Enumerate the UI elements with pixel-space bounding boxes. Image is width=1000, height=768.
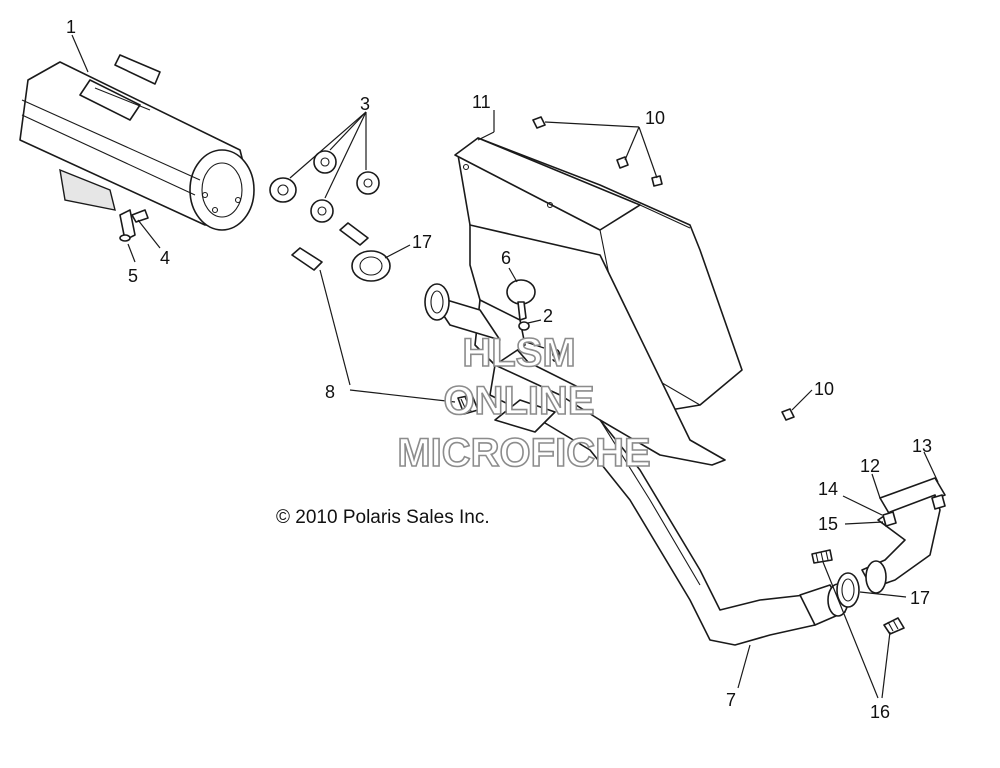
grommets <box>269 150 380 223</box>
callout-17b: 17 <box>910 588 930 608</box>
inlet-coupler <box>424 283 501 341</box>
exhaust-flange <box>861 477 946 594</box>
sensor-cap <box>506 279 536 331</box>
callout-9: 9 <box>551 346 561 366</box>
copyright-notice: © 2010 Polaris Sales Inc. <box>276 507 490 528</box>
callout-labels: 1 3 4 5 11 10 17 6 2 9 8 10 13 12 14 15 … <box>66 17 932 722</box>
callout-10b: 10 <box>814 379 834 399</box>
mount-pin <box>119 209 149 242</box>
callout-12: 12 <box>860 456 880 476</box>
spring-clamp <box>457 394 479 415</box>
watermark: HLSM ONLINE MICROFICHE <box>397 330 652 476</box>
watermark-line-1: HLSM <box>462 331 575 375</box>
callout-15: 15 <box>818 514 838 534</box>
callout-11: 11 <box>472 92 491 112</box>
callout-1: 1 <box>66 17 76 37</box>
heat-shield <box>454 137 743 466</box>
callout-3: 3 <box>360 94 370 114</box>
callout-8: 8 <box>325 382 335 402</box>
callout-6: 6 <box>501 248 511 268</box>
callout-16: 16 <box>870 702 890 722</box>
callout-7: 7 <box>726 690 736 710</box>
gasket-ring-lower <box>836 572 860 608</box>
leader-lines <box>71 34 939 699</box>
callout-4: 4 <box>160 248 170 268</box>
callout-13: 13 <box>912 436 932 456</box>
callout-14: 14 <box>818 479 838 499</box>
gasket-ring-upper <box>351 250 391 282</box>
muffler <box>19 54 255 231</box>
callout-10a: 10 <box>645 108 665 128</box>
spacers <box>291 222 369 271</box>
exhaust-springs <box>811 549 905 635</box>
watermark-line-3: MICROFICHE <box>397 431 650 475</box>
callout-2: 2 <box>543 306 553 326</box>
callout-17a: 17 <box>412 232 432 252</box>
callout-5: 5 <box>128 266 138 286</box>
watermark-line-2: ONLINE <box>443 379 594 423</box>
